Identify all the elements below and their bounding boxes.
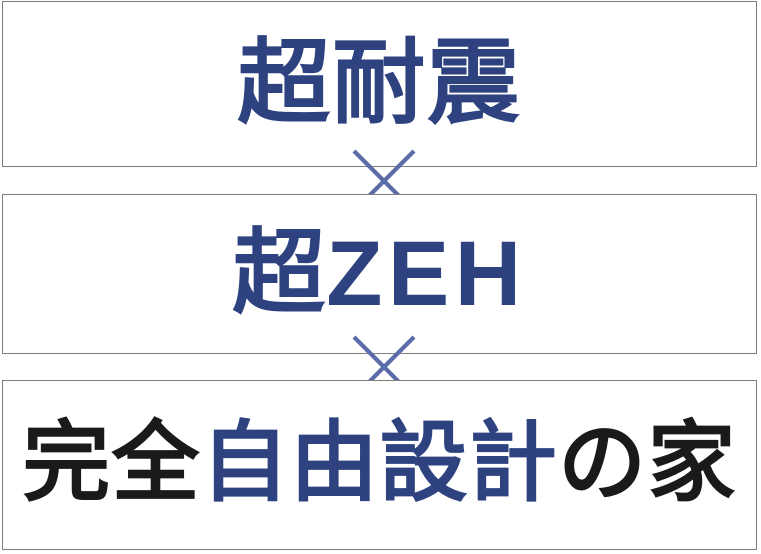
- feature-box-fully-custom-designed-house: 完全自由設計の家: [2, 380, 757, 550]
- feature-label-super-earthquake-resistance: 超耐震: [237, 28, 522, 137]
- feature-label-fully-custom-designed-house: 完全自由設計の家: [22, 419, 737, 507]
- feature-label-super-zeh-latin: ZEH: [326, 222, 527, 325]
- feature-box-super-earthquake-resistance: 超耐震: [2, 1, 757, 167]
- feature-label-super-zeh-cjk: 超: [232, 218, 327, 327]
- feature-label-super-zeh: 超ZEH: [232, 226, 527, 320]
- feature-label-segment-no-ie: の家: [558, 411, 737, 514]
- feature-box-super-zeh: 超ZEH: [2, 194, 757, 354]
- feature-label-segment-kanzen: 完全: [22, 411, 201, 514]
- feature-label-segment-jiyusekkei: 自由設計: [200, 411, 559, 514]
